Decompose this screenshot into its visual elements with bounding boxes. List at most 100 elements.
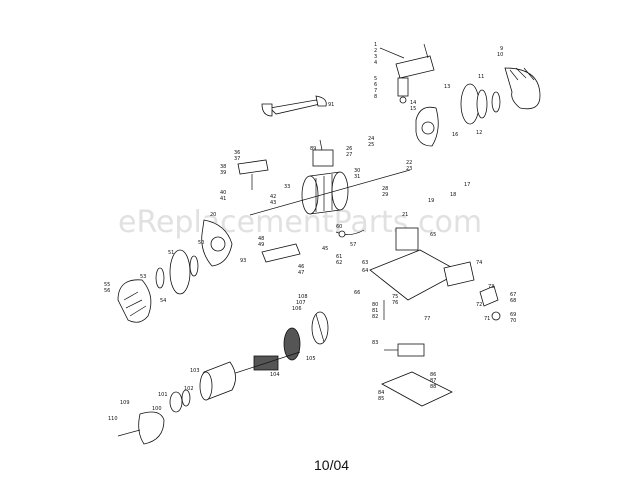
wrench [261, 95, 327, 117]
part-label: 50 [198, 240, 204, 246]
part-label: 15 [410, 106, 416, 112]
part-label: 24 [368, 136, 374, 142]
part-label: 21 [402, 212, 408, 218]
part-label: 6 [374, 82, 377, 88]
part-label: 1 [374, 42, 377, 48]
part-label: 84 [378, 390, 384, 396]
part-label: 63 [362, 260, 368, 266]
part-label: 81 [372, 308, 378, 314]
part-label: 103 [190, 368, 200, 374]
part-label: 40 [220, 190, 226, 196]
rotor-fan [283, 311, 329, 361]
part-label: 45 [322, 246, 328, 252]
part-label: 77 [424, 316, 430, 322]
outer-wheel-guard-left [117, 279, 152, 323]
part-label: 26 [346, 146, 352, 152]
part-label: 91 [328, 102, 334, 108]
switch-box [312, 139, 334, 167]
part-label: 71 [484, 316, 490, 322]
part-label: 76 [392, 300, 398, 306]
part-label: 82 [372, 314, 378, 320]
part-label: 49 [258, 242, 264, 248]
part-label: 80 [372, 302, 378, 308]
part-label: 22 [406, 160, 412, 166]
part-label: 23 [406, 166, 412, 172]
outer-wheel-guard-right [504, 67, 541, 110]
part-label: 17 [464, 182, 470, 188]
part-label: 56 [104, 288, 110, 294]
part-label: 86 [430, 372, 436, 378]
part-label: 83 [372, 340, 378, 346]
part-label: 8 [374, 94, 377, 100]
part-label: 20 [210, 212, 216, 218]
part-label: 33 [284, 184, 290, 190]
water-tray [443, 261, 475, 287]
part-label: 104 [270, 372, 280, 378]
part-label: 25 [368, 142, 374, 148]
part-label: 39 [220, 170, 226, 176]
part-label: 13 [444, 84, 450, 90]
part-label: 4 [374, 60, 377, 66]
part-label: 88 [430, 384, 436, 390]
part-label: 65 [430, 232, 436, 238]
part-label: 12 [476, 130, 482, 136]
part-label: 3 [374, 54, 377, 60]
part-label: 87 [430, 378, 436, 384]
part-label: 54 [160, 298, 166, 304]
part-label: 73 [488, 284, 494, 290]
part-label: 29 [382, 192, 388, 198]
part-label: 30 [354, 168, 360, 174]
part-label: 109 [120, 400, 130, 406]
base [369, 227, 461, 320]
part-label: 105 [306, 356, 316, 362]
part-label: 36 [234, 150, 240, 156]
part-label: 69 [510, 312, 516, 318]
part-label: 93 [240, 258, 246, 264]
stator [199, 361, 236, 401]
spark-deflector [261, 243, 301, 263]
part-label: 110 [108, 416, 118, 422]
part-label: 11 [478, 74, 484, 80]
power-cord [335, 229, 365, 238]
base-plate [381, 371, 453, 407]
inner-wheel-guard-right [415, 106, 439, 147]
part-label: 48 [258, 236, 264, 242]
part-label: 53 [140, 274, 146, 280]
end-bell [117, 411, 165, 445]
part-label: 14 [410, 100, 416, 106]
part-label: 5 [374, 76, 377, 82]
eye-shield-assembly [379, 43, 435, 104]
part-label: 101 [158, 392, 168, 398]
part-number-labels: 1 2 3 4 5 6 7 8 9 10 11 12 13 14 15 16 1… [104, 42, 516, 422]
inner-wheel-guard-left [201, 219, 233, 267]
part-label: 55 [104, 282, 110, 288]
tool-rest-left [237, 159, 269, 190]
part-label: 107 [296, 300, 306, 306]
capacitor [384, 343, 425, 357]
part-label: 28 [382, 186, 388, 192]
part-label: 61 [336, 254, 342, 260]
light-switch-assembly [479, 285, 501, 321]
part-label: 31 [354, 174, 360, 180]
part-label: 66 [354, 290, 360, 296]
watermark-text: eReplacementParts.com [118, 205, 482, 240]
grinding-wheel-left [155, 249, 199, 295]
date-code: 10/04 [314, 457, 349, 473]
part-label: 108 [298, 294, 308, 300]
part-label: 41 [220, 196, 226, 202]
part-label: 85 [378, 396, 384, 402]
part-label: 38 [220, 164, 226, 170]
part-label: 75 [392, 294, 398, 300]
part-label: 100 [152, 406, 162, 412]
part-label: 10 [497, 52, 503, 58]
part-label: 16 [452, 132, 458, 138]
grinding-wheel-right [460, 83, 501, 125]
part-label: 72 [476, 302, 482, 308]
part-label: 74 [476, 260, 482, 266]
part-label: 37 [234, 156, 240, 162]
part-label: 67 [510, 292, 516, 298]
part-label: 64 [362, 268, 368, 274]
part-label: 106 [292, 306, 302, 312]
part-label: 2 [374, 48, 377, 54]
part-label: 46 [298, 264, 304, 270]
